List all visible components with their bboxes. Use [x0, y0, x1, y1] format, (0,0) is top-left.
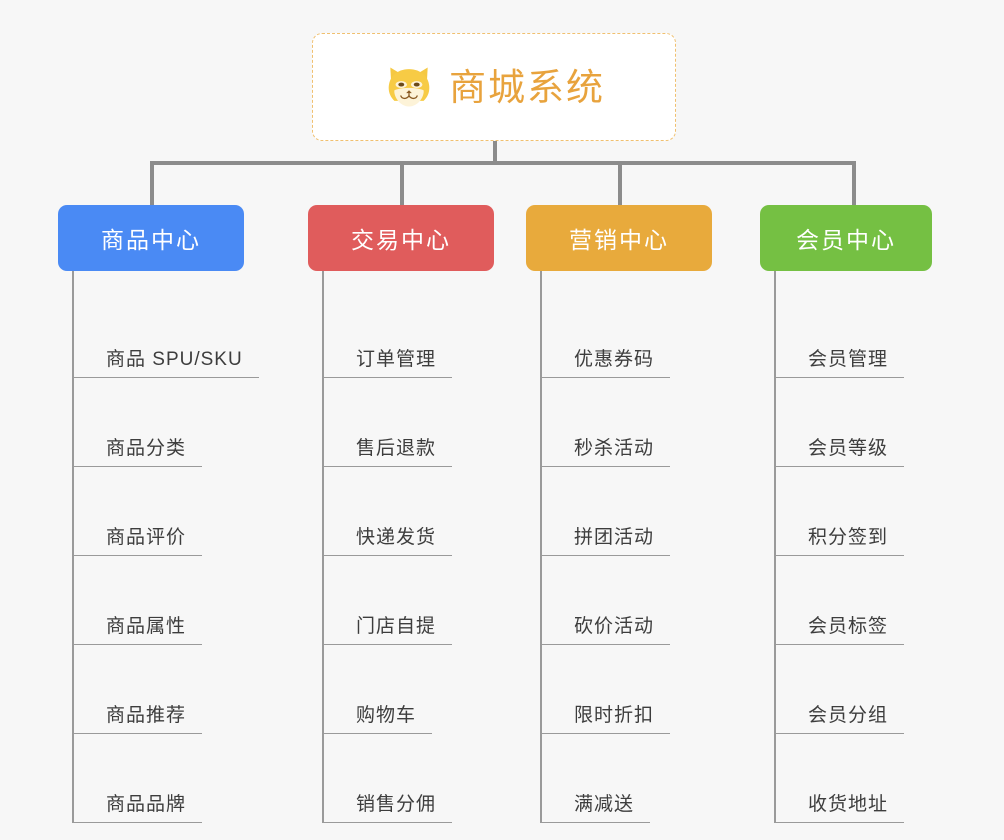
category-header-3[interactable]: 营销中心	[526, 205, 712, 271]
list-item[interactable]: 优惠券码	[542, 289, 712, 378]
list-item[interactable]: 商品推荐	[74, 645, 244, 734]
connector-stem	[493, 141, 497, 165]
list-item[interactable]: 快递发货	[324, 467, 494, 556]
list-item[interactable]: 会员分组	[776, 645, 932, 734]
root-node-title: 商城系统	[449, 66, 605, 108]
leaf-label: 商品分类	[74, 438, 203, 467]
leaf-label: 商品评价	[74, 527, 203, 556]
leaf-label: 收货地址	[776, 794, 905, 823]
shiba-dog-mascot-icon	[383, 61, 435, 113]
branch-column-4: 会员中心 会员管理 会员等级 积分签到 会员标签 会员分组 收货地址	[760, 205, 932, 823]
root-node-card[interactable]: 商城系统	[312, 33, 676, 141]
leaf-label: 拼团活动	[542, 527, 671, 556]
list-item[interactable]: 商品 SPU/SKU	[74, 289, 259, 378]
leaf-label: 商品属性	[74, 616, 203, 645]
connector-drop-1	[150, 161, 154, 207]
list-item[interactable]: 会员管理	[776, 289, 932, 378]
connector-drop-2	[400, 161, 404, 207]
list-item[interactable]: 售后退款	[324, 378, 494, 467]
list-item[interactable]: 会员标签	[776, 556, 932, 645]
leaf-label: 砍价活动	[542, 616, 671, 645]
list-item[interactable]: 门店自提	[324, 556, 494, 645]
branch-column-3: 营销中心 优惠券码 秒杀活动 拼团活动 砍价活动 限时折扣 满减送	[526, 205, 712, 823]
leaf-list-1: 商品 SPU/SKU 商品分类 商品评价 商品属性 商品推荐 商品品牌	[72, 271, 259, 823]
list-item[interactable]: 拼团活动	[542, 467, 712, 556]
leaf-label: 订单管理	[324, 349, 453, 378]
leaf-list-3: 优惠券码 秒杀活动 拼团活动 砍价活动 限时折扣 满减送	[540, 271, 712, 823]
list-item[interactable]: 收货地址	[776, 734, 932, 823]
list-item[interactable]: 会员等级	[776, 378, 932, 467]
list-item[interactable]: 商品分类	[74, 378, 244, 467]
leaf-label: 购物车	[324, 705, 433, 734]
list-item[interactable]: 积分签到	[776, 467, 932, 556]
leaf-label: 售后退款	[324, 438, 453, 467]
leaf-label: 会员等级	[776, 438, 905, 467]
leaf-label: 商品推荐	[74, 705, 203, 734]
connector-drop-4	[852, 161, 856, 207]
list-item[interactable]: 商品品牌	[74, 734, 244, 823]
list-item[interactable]: 销售分佣	[324, 734, 494, 823]
leaf-list-2: 订单管理 售后退款 快递发货 门店自提 购物车 销售分佣	[322, 271, 494, 823]
leaf-label: 秒杀活动	[542, 438, 671, 467]
leaf-label: 快递发货	[324, 527, 453, 556]
category-header-2[interactable]: 交易中心	[308, 205, 494, 271]
leaf-label: 商品 SPU/SKU	[74, 349, 259, 378]
category-header-4[interactable]: 会员中心	[760, 205, 932, 271]
leaf-label: 限时折扣	[542, 705, 671, 734]
leaf-label: 会员分组	[776, 705, 905, 734]
leaf-label: 销售分佣	[324, 794, 453, 823]
list-item[interactable]: 购物车	[324, 645, 494, 734]
list-item[interactable]: 满减送	[542, 734, 712, 823]
leaf-label: 门店自提	[324, 616, 453, 645]
leaf-label: 会员管理	[776, 349, 905, 378]
list-item[interactable]: 砍价活动	[542, 556, 712, 645]
branch-column-2: 交易中心 订单管理 售后退款 快递发货 门店自提 购物车 销售分佣	[308, 205, 494, 823]
branch-column-1: 商品中心 商品 SPU/SKU 商品分类 商品评价 商品属性 商品推荐 商品品牌	[58, 205, 259, 823]
leaf-label: 会员标签	[776, 616, 905, 645]
list-item[interactable]: 秒杀活动	[542, 378, 712, 467]
connector-drop-3	[618, 161, 622, 207]
leaf-label: 积分签到	[776, 527, 905, 556]
list-item[interactable]: 商品属性	[74, 556, 244, 645]
leaf-label: 商品品牌	[74, 794, 203, 823]
list-item[interactable]: 订单管理	[324, 289, 494, 378]
category-header-1[interactable]: 商品中心	[58, 205, 244, 271]
leaf-label: 优惠券码	[542, 349, 671, 378]
leaf-label: 满减送	[542, 794, 651, 823]
list-item[interactable]: 限时折扣	[542, 645, 712, 734]
list-item[interactable]: 商品评价	[74, 467, 244, 556]
leaf-list-4: 会员管理 会员等级 积分签到 会员标签 会员分组 收货地址	[774, 271, 932, 823]
connector-bus	[150, 161, 856, 165]
